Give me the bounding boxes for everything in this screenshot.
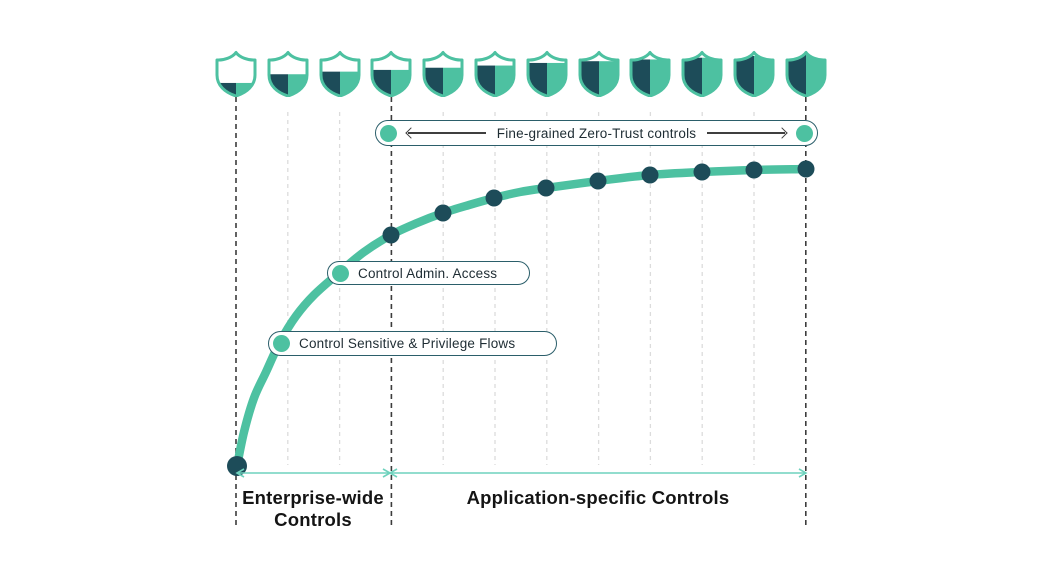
curve-point-dot [485, 189, 503, 207]
shield-icon [526, 51, 568, 97]
curve-point-dot [745, 161, 763, 179]
shield-icon [474, 51, 516, 97]
curve-point-dot [332, 264, 349, 282]
curve-point-dot [589, 172, 607, 190]
curve-endpoint-dot-left [380, 124, 397, 142]
right-arrow-icon [707, 132, 785, 134]
sensitive-flows-label: Control Sensitive & Privilege Flows [299, 336, 516, 351]
curve-point-dot [693, 163, 711, 181]
left-arrow-icon [408, 132, 486, 134]
shield-icon [578, 51, 620, 97]
admin-access-label: Control Admin. Access [358, 265, 498, 281]
curve-point-dot [382, 226, 400, 244]
axis-span-arrow [388, 468, 808, 478]
axis-span-arrow [235, 468, 392, 478]
curve-point-dot [641, 166, 659, 184]
shield-icon [267, 51, 309, 97]
fine-grained-pill: Fine-grained Zero-Trust controls [375, 120, 818, 146]
admin-access-pill: Control Admin. Access [327, 261, 530, 285]
enterprise-wide-label: Enterprise-wide Controls [242, 487, 384, 530]
curve-endpoint-dot-right [796, 124, 813, 142]
curve-point-dot [797, 160, 815, 178]
fine-grained-label: Fine-grained Zero-Trust controls [496, 125, 697, 141]
shield-icon [215, 51, 257, 97]
shield-icon [319, 51, 361, 97]
shield-icon [422, 51, 464, 97]
shield-icon [733, 51, 775, 97]
shield-icon [681, 51, 723, 97]
sensitive-flows-pill: Control Sensitive & Privilege Flows [268, 331, 557, 356]
curve-line [232, 164, 811, 471]
shield-icon [629, 51, 671, 97]
shield-icon [785, 51, 827, 97]
application-specific-label: Application-specific Controls [466, 487, 730, 508]
shield-icon [370, 51, 412, 97]
curve-point-dot [434, 204, 452, 222]
curve-point-dot [273, 335, 290, 352]
curve-point-dot [537, 179, 555, 197]
